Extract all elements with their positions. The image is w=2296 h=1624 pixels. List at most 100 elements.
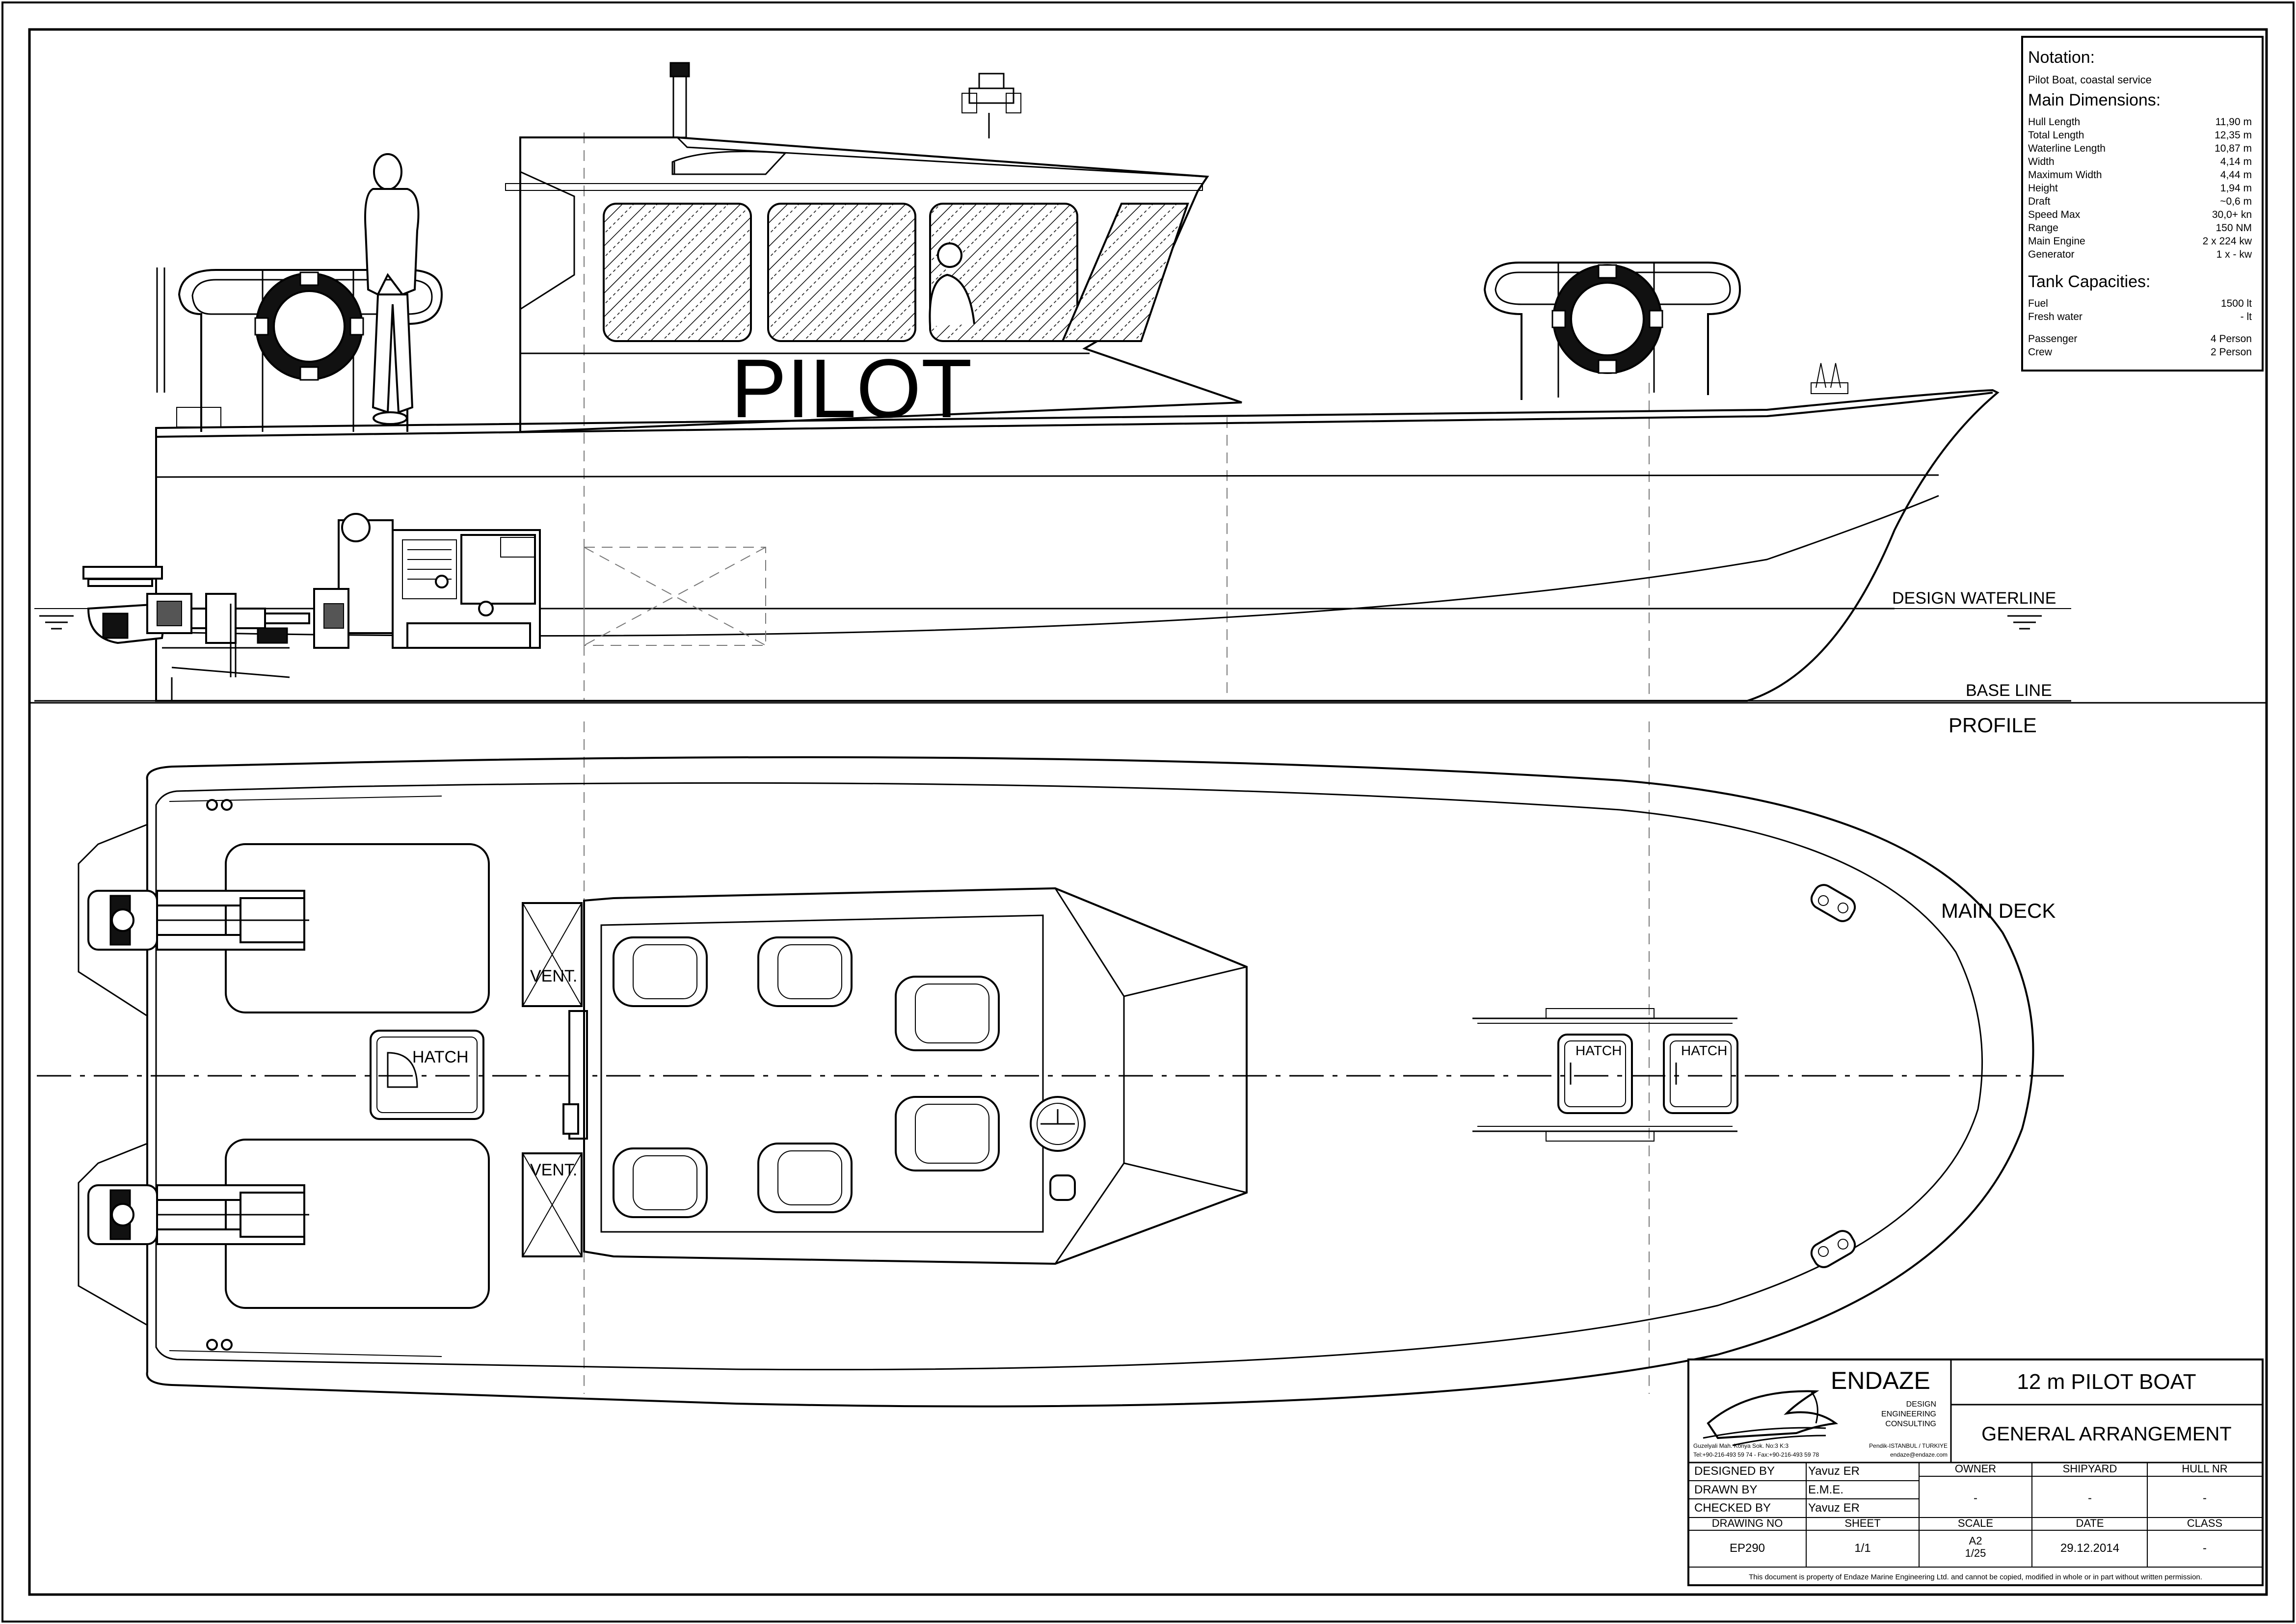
title-block: ENDAZE DESIGN ENGINEERING CONSULTING Guz… bbox=[1687, 1358, 2264, 1586]
shipyard-value: - bbox=[2088, 1491, 2092, 1505]
steering-wheel-icon bbox=[1030, 1096, 1086, 1201]
waterline-symbol-left bbox=[39, 615, 74, 630]
helmsman-figure bbox=[929, 242, 975, 327]
fwd-hatch-2-label: HATCH bbox=[1681, 1043, 1727, 1058]
hull-nr-label: HULL NR bbox=[2182, 1463, 2227, 1475]
window-1 bbox=[603, 203, 752, 342]
generator-space bbox=[584, 547, 766, 646]
life-ring-fwd-icon bbox=[1551, 264, 1663, 374]
fwd-hatches: HATCH HATCH bbox=[1472, 1008, 1738, 1142]
drawing-title: GENERAL ARRANGEMENT bbox=[1981, 1423, 2232, 1445]
main-dimensions-title: Main Dimensions: bbox=[2028, 91, 2161, 109]
standing-person-figure bbox=[364, 153, 420, 425]
main-deck-label: MAIN DECK bbox=[1941, 899, 2056, 922]
email-right: endaze@endaze.com bbox=[1890, 1451, 1948, 1458]
dim-value: 4,44 m bbox=[2220, 169, 2252, 181]
seat-1 bbox=[613, 936, 708, 1007]
tank-capacities-title: Tank Capacities: bbox=[2028, 272, 2150, 291]
scale-value: 1/25 bbox=[1965, 1547, 1986, 1559]
radar-icon bbox=[961, 73, 1021, 138]
seat-2 bbox=[757, 936, 853, 1007]
dim-value: 10,87 m bbox=[2215, 143, 2252, 154]
profile-view: PILOT bbox=[34, 62, 2071, 737]
dim-value: 1 x - kw bbox=[2216, 249, 2252, 260]
designed-by-label: DESIGNED BY bbox=[1694, 1464, 1775, 1478]
capacity-label: Crew bbox=[2028, 346, 2053, 358]
date-value: 29.12.2014 bbox=[2060, 1542, 2119, 1555]
sheet-value: 1/1 bbox=[1854, 1542, 1870, 1555]
dim-label: Total Length bbox=[2028, 130, 2084, 141]
dim-value: 11,90 m bbox=[2216, 116, 2252, 128]
class-value: - bbox=[2203, 1542, 2207, 1555]
notation-service: Pilot Boat, coastal service bbox=[2028, 74, 2152, 86]
dim-label: Waterline Length bbox=[2028, 143, 2106, 154]
dim-value: 2 x 224 kw bbox=[2203, 236, 2252, 247]
drawing-no-label: DRAWING NO bbox=[1712, 1517, 1783, 1529]
capacity-value: 2 Person bbox=[2211, 346, 2252, 358]
profile-label: PROFILE bbox=[1949, 714, 2037, 737]
seat-4 bbox=[613, 1147, 708, 1218]
capacity-label: Passenger bbox=[2028, 333, 2077, 345]
seat-6 bbox=[895, 1096, 1000, 1171]
dim-value: 1,94 m bbox=[2220, 183, 2252, 194]
vent-stbd-label: VENT. bbox=[530, 1161, 577, 1179]
scale-paper-value: A2 bbox=[1969, 1535, 1982, 1547]
dim-value: 4,14 m bbox=[2220, 156, 2252, 167]
drawn-by-label: DRAWN BY bbox=[1694, 1483, 1757, 1496]
endaze-logo bbox=[1703, 1390, 1839, 1446]
dim-label: Speed Max bbox=[2028, 209, 2081, 220]
dim-label: Draft bbox=[2028, 196, 2051, 207]
drawing-no-value: EP290 bbox=[1730, 1542, 1765, 1555]
scale-label: SCALE bbox=[1958, 1517, 1993, 1529]
aft-hatch: HATCH bbox=[370, 1030, 484, 1120]
phone-left: Tel:+90-216-493 59 74 - Fax:+90-216-493 … bbox=[1693, 1451, 1819, 1458]
date-label: DATE bbox=[2076, 1517, 2104, 1529]
life-ring-aft-icon bbox=[254, 271, 364, 381]
waterjet-stbd bbox=[87, 1184, 309, 1245]
window-2 bbox=[767, 203, 916, 342]
hull-marking: PILOT bbox=[731, 342, 972, 435]
dim-label: Width bbox=[2028, 156, 2055, 167]
dim-label: Height bbox=[2028, 183, 2058, 194]
fwd-hatch-1-label: HATCH bbox=[1575, 1043, 1622, 1058]
main-engine-profile bbox=[313, 513, 541, 649]
capacity-value: 4 Person bbox=[2211, 333, 2252, 345]
dim-value: 30,0+ kn bbox=[2212, 209, 2252, 220]
company-tagline-3: CONSULTING bbox=[1885, 1420, 1936, 1428]
vent-port-label: VENT. bbox=[530, 967, 577, 985]
checked-by-label: CHECKED BY bbox=[1694, 1501, 1771, 1515]
dim-value: ~0,6 m bbox=[2220, 196, 2252, 207]
main-deck-view: HATCH VENT. VENT. bbox=[37, 721, 2066, 1408]
company-tagline-2: ENGINEERING bbox=[1881, 1410, 1936, 1418]
wheelhouse bbox=[505, 62, 1242, 433]
engine-room-stbd bbox=[225, 1139, 490, 1309]
owner-label: OWNER bbox=[1955, 1463, 1996, 1475]
deck-outline bbox=[146, 756, 2034, 1408]
dim-label: Maximum Width bbox=[2028, 169, 2102, 181]
designed-by-value: Yavuz ER bbox=[1808, 1464, 1860, 1478]
waterline-symbol-right bbox=[2007, 615, 2042, 630]
seat-5 bbox=[757, 1143, 853, 1213]
tank-value: - lt bbox=[2241, 311, 2252, 322]
dim-label: Range bbox=[2028, 222, 2058, 234]
dim-value: 150 NM bbox=[2216, 222, 2252, 234]
class-label: CLASS bbox=[2187, 1517, 2222, 1529]
window-4 bbox=[1061, 203, 1189, 342]
dim-label: Hull Length bbox=[2028, 116, 2080, 128]
address-right: Pendik-ISTANBUL / TURKIYE bbox=[1869, 1442, 1948, 1449]
project-title: 12 m PILOT BOAT bbox=[2017, 1370, 2196, 1394]
bollard-port-fwd bbox=[1810, 884, 1856, 922]
drawn-by-value: E.M.E. bbox=[1808, 1483, 1843, 1496]
sheet-label: SHEET bbox=[1844, 1517, 1880, 1529]
checked-by-value: Yavuz ER bbox=[1808, 1501, 1860, 1515]
waterjet-profile bbox=[82, 566, 310, 678]
base-line-label: BASE LINE bbox=[1966, 681, 2052, 700]
engine-room-port bbox=[225, 843, 490, 1013]
aft-hatch-label: HATCH bbox=[412, 1048, 469, 1066]
seat-3 bbox=[895, 976, 1000, 1051]
dim-value: 12,35 m bbox=[2215, 130, 2252, 141]
tank-label: Fresh water bbox=[2028, 311, 2082, 322]
vent-stbd: VENT. bbox=[522, 1152, 583, 1257]
